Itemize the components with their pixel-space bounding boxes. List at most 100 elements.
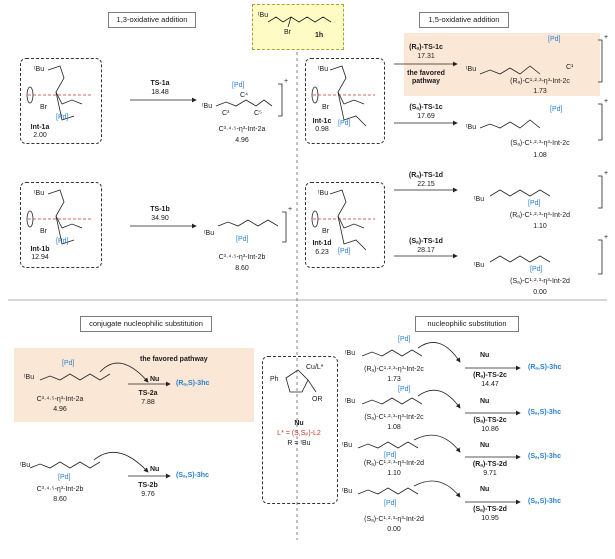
ts-1c-ra-energy: 17.31: [417, 53, 435, 60]
int-2c-sa-label: (Sₐ)-C¹·²·³-η³-Int-2c: [510, 140, 570, 147]
int-2d-ra-pd: [Pd]: [528, 200, 541, 207]
nucsub-2-nu: Nu: [480, 398, 490, 405]
int-1c-energy: 0.98: [315, 126, 329, 133]
ts-1c-sa-label: (Sₐ)-TS-1c: [409, 104, 443, 111]
nucsub-4-pd: [Pd]: [384, 500, 397, 507]
int-1b-pd: [Pd]: [56, 238, 69, 245]
int-1c-pd: [Pd]: [338, 120, 351, 127]
nucleophile-box: [262, 356, 338, 504]
nucsub-4-sub-energy: 0.00: [387, 526, 401, 533]
int-1a-tbu: ᵗBu: [34, 66, 45, 73]
nucsub-1-sub: (Rₐ)-C¹·²·³-η³-Int-2c: [364, 366, 424, 373]
nucsub-3-sub: (Rₐ)-C¹·²·³-η³-Int-2d: [363, 460, 425, 467]
nucsub-1-pd: [Pd]: [398, 336, 411, 343]
header-15-oxidative: 1,5-oxidative addition: [419, 12, 509, 28]
charge-plus: +: [288, 206, 293, 213]
nucsub-1-ts: (Rₐ)-TS-2c: [473, 372, 507, 379]
nucsub-4-nu: Nu: [480, 486, 490, 493]
int-1b-energy: 12.94: [31, 254, 49, 261]
int-2c-sa-pd: [Pd]: [550, 106, 563, 113]
int-1c-label: Int-1c: [312, 118, 332, 125]
nucsub-3-tbu: ᵗBu: [342, 442, 353, 449]
nucsub-3-sub-energy: 1.10: [387, 470, 401, 477]
charge-plus: +: [284, 78, 289, 85]
conj-1-sub-energy: 4.96: [53, 406, 67, 413]
int-2a-pd: [Pd]: [232, 82, 245, 89]
conj-1-nu: Nu: [150, 376, 160, 383]
ts-2a-label: TS-2a: [138, 390, 158, 397]
int-2c-ra-c1: C¹: [566, 64, 574, 71]
charge-plus: +: [604, 34, 609, 41]
int-2c-ra-tbu: ᵗBu: [466, 66, 477, 73]
int-2c-sa-tbu: ᵗBu: [466, 124, 477, 131]
substrate-br: Br: [284, 29, 291, 36]
int-2c-ra-pd: [Pd]: [548, 36, 561, 43]
nucsub-4-sub: (Sₐ)-C¹·²·³-η³-Int-2d: [364, 516, 424, 523]
conj-2-product: (Sₐ,S)-3hc: [176, 472, 209, 479]
int-2d-sa-label: (Sₐ)-C¹·²·³-η³-Int-2d: [510, 278, 570, 285]
int-2a-label: C³·⁴·⁵-η³-Int-2a: [218, 126, 266, 133]
nucsub-2-ts: (Sₐ)-TS-2c: [473, 417, 507, 424]
charge-plus: +: [604, 234, 609, 241]
ts-1a-energy: 18.48: [151, 89, 169, 96]
nucsub-4-tbu: ᵗBu: [342, 488, 353, 495]
nu-name: Nu: [294, 420, 304, 427]
int-1a-box: [20, 58, 102, 144]
int-2d-sa-tbu: ᵗBu: [474, 262, 485, 269]
nucsub-3-product: (Sₐ,S)-3hc: [528, 453, 561, 460]
nu-r: R = ᵗBu: [287, 440, 311, 447]
conj-2-pd: [Pd]: [58, 474, 71, 481]
conj-2-sub-label: C³·⁴·⁵-η³-Int-2b: [36, 486, 84, 493]
int-2c-ra-energy: 1.73: [533, 88, 547, 95]
nu-ligand: L* = (S,Sₚ)-L2: [277, 430, 321, 437]
nu-ph: Ph: [270, 376, 279, 383]
favored-highlight-top: [404, 33, 600, 96]
int-2a-energy: 4.96: [235, 137, 249, 144]
int-2c-ra-label: (Rₐ)-C¹·²·³-η³-Int-2c: [510, 78, 570, 85]
nucsub-3-nu: Nu: [480, 442, 490, 449]
int-2d-sa-energy: 0.00: [533, 289, 547, 296]
conj-2-sub-energy: 8.60: [53, 496, 67, 503]
int-1b-br: Br: [40, 228, 47, 235]
conj-1-product: (Rₐ,S)-3hc: [176, 380, 210, 387]
int-2c-sa-energy: 1.08: [533, 152, 547, 159]
int-1a-pd: [Pd]: [56, 114, 69, 121]
nucsub-3-ts-energy: 9.71: [483, 470, 497, 477]
ts-1d-sa-energy: 28.17: [417, 247, 435, 254]
favored-pathway-bottom: the favored pathway: [140, 356, 208, 363]
int-2d-ra-energy: 1.10: [533, 223, 547, 230]
favored-pathway-top: the favored pathway: [407, 70, 445, 85]
int-2d-sa-pd: [Pd]: [530, 266, 543, 273]
substrate-tbu: ᵗBu: [258, 12, 269, 19]
nucsub-3-ts: (Rₐ)-TS-2d: [472, 461, 508, 468]
ts-2b-energy: 9.76: [141, 491, 155, 498]
ts-1d-ra-energy: 22.15: [417, 181, 435, 188]
ts-1d-sa-label: (Sₐ)-TS-1d: [409, 238, 443, 245]
nucsub-2-tbu: ᵗBu: [345, 398, 356, 405]
favored-highlight-bottom: [14, 348, 254, 422]
header-nucleophilic: nucleophilic substitution: [415, 316, 519, 332]
ts-1b-energy: 34.90: [151, 215, 169, 222]
int-2d-ra-label: (Rₐ)-C¹·²·³-η³-Int-2d: [509, 212, 571, 219]
conj-2-tbu: ᵗBu: [20, 462, 31, 469]
nucsub-4-product: (Sₐ,S)-3hc: [528, 498, 561, 505]
nu-or: OR: [312, 396, 323, 403]
int-1b-box: [20, 182, 102, 268]
int-2a-tbu: ᵗBu: [202, 103, 213, 110]
int-1d-pd: [Pd]: [338, 248, 351, 255]
conj-1-tbu: ᵗBu: [24, 374, 35, 381]
ts-2b-label: TS-2b: [138, 482, 158, 489]
header-13-oxidative: 1,3-oxidative addition: [108, 12, 196, 28]
nucsub-2-product: (Sₐ,S)-3hc: [528, 409, 561, 416]
int-2b-label: C³·⁴·⁵-η³-Int-2b: [218, 254, 266, 261]
nucsub-1-nu: Nu: [480, 352, 490, 359]
nucsub-2-pd: [Pd]: [398, 386, 411, 393]
int-2a-c3: C³: [222, 110, 230, 117]
nucsub-2-ts-energy: 10.86: [481, 426, 499, 433]
substrate-box: [252, 4, 344, 50]
int-2a-c5: C⁵: [254, 110, 262, 117]
nucsub-3-pd: [Pd]: [384, 452, 397, 459]
nucsub-1-tbu: ᵗBu: [345, 350, 356, 357]
nucsub-4-ts-energy: 10.95: [481, 515, 499, 522]
